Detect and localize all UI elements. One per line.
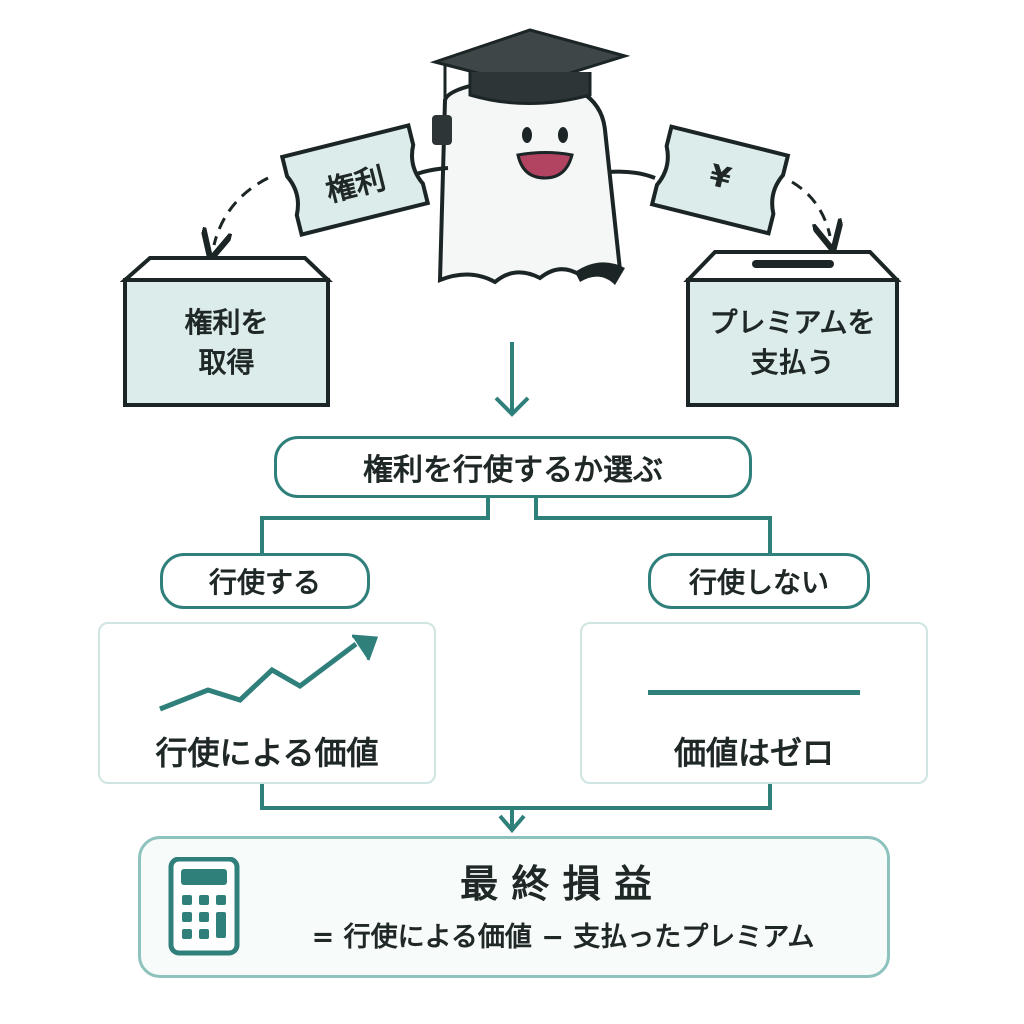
box-acquire-line1: 権利を	[184, 306, 269, 339]
branch-exercise-label: 行使する	[208, 566, 321, 599]
down-arrow	[494, 342, 530, 417]
dashed-arrow-right	[791, 180, 830, 236]
dashed-arrow-left	[214, 176, 269, 245]
flat-line-icon	[648, 690, 860, 695]
branch-not-exercise: 行使しない	[648, 553, 870, 609]
merge-connector	[260, 782, 772, 810]
branch-connector	[260, 498, 490, 555]
branch-not-exercise-label: 行使しない	[688, 566, 829, 599]
result-exercise-label: 行使による価値	[155, 734, 379, 772]
branch-exercise: 行使する	[160, 553, 370, 609]
calculator-icon	[168, 857, 240, 956]
trend-up-icon	[159, 634, 379, 712]
box-pay-line1: プレミアムを	[709, 306, 876, 339]
decision-node: 権利を行使するか選ぶ	[274, 436, 752, 498]
result-not-exercise-label: 価値はゼロ	[673, 734, 834, 772]
box-acquire-label: 権利を 取得	[125, 303, 328, 383]
result-panel-exercise: 行使による価値	[98, 622, 436, 784]
graduation-cap-icon	[429, 28, 631, 145]
result-panel-not-exercise: 価値はゼロ	[580, 622, 928, 784]
ghost-mascot	[402, 75, 656, 285]
final-title: 最 終 損 益	[460, 862, 652, 906]
box-icon	[683, 250, 902, 407]
final-formula: = 行使による価値 − 支払ったプレミアム	[311, 922, 815, 953]
final-pnl-box: 最 終 損 益 = 行使による価値 − 支払ったプレミアム	[138, 836, 890, 978]
box-pay-label: プレミアムを 支払う	[688, 303, 897, 383]
box-icon	[119, 256, 333, 407]
branch-connector	[534, 498, 772, 555]
ticket-icon	[649, 124, 791, 236]
box-pay-line2: 支払う	[750, 346, 835, 379]
decision-label: 権利を行使するか選ぶ	[363, 453, 663, 488]
ticket-icon	[279, 123, 431, 237]
box-acquire-line2: 取得	[198, 346, 255, 379]
